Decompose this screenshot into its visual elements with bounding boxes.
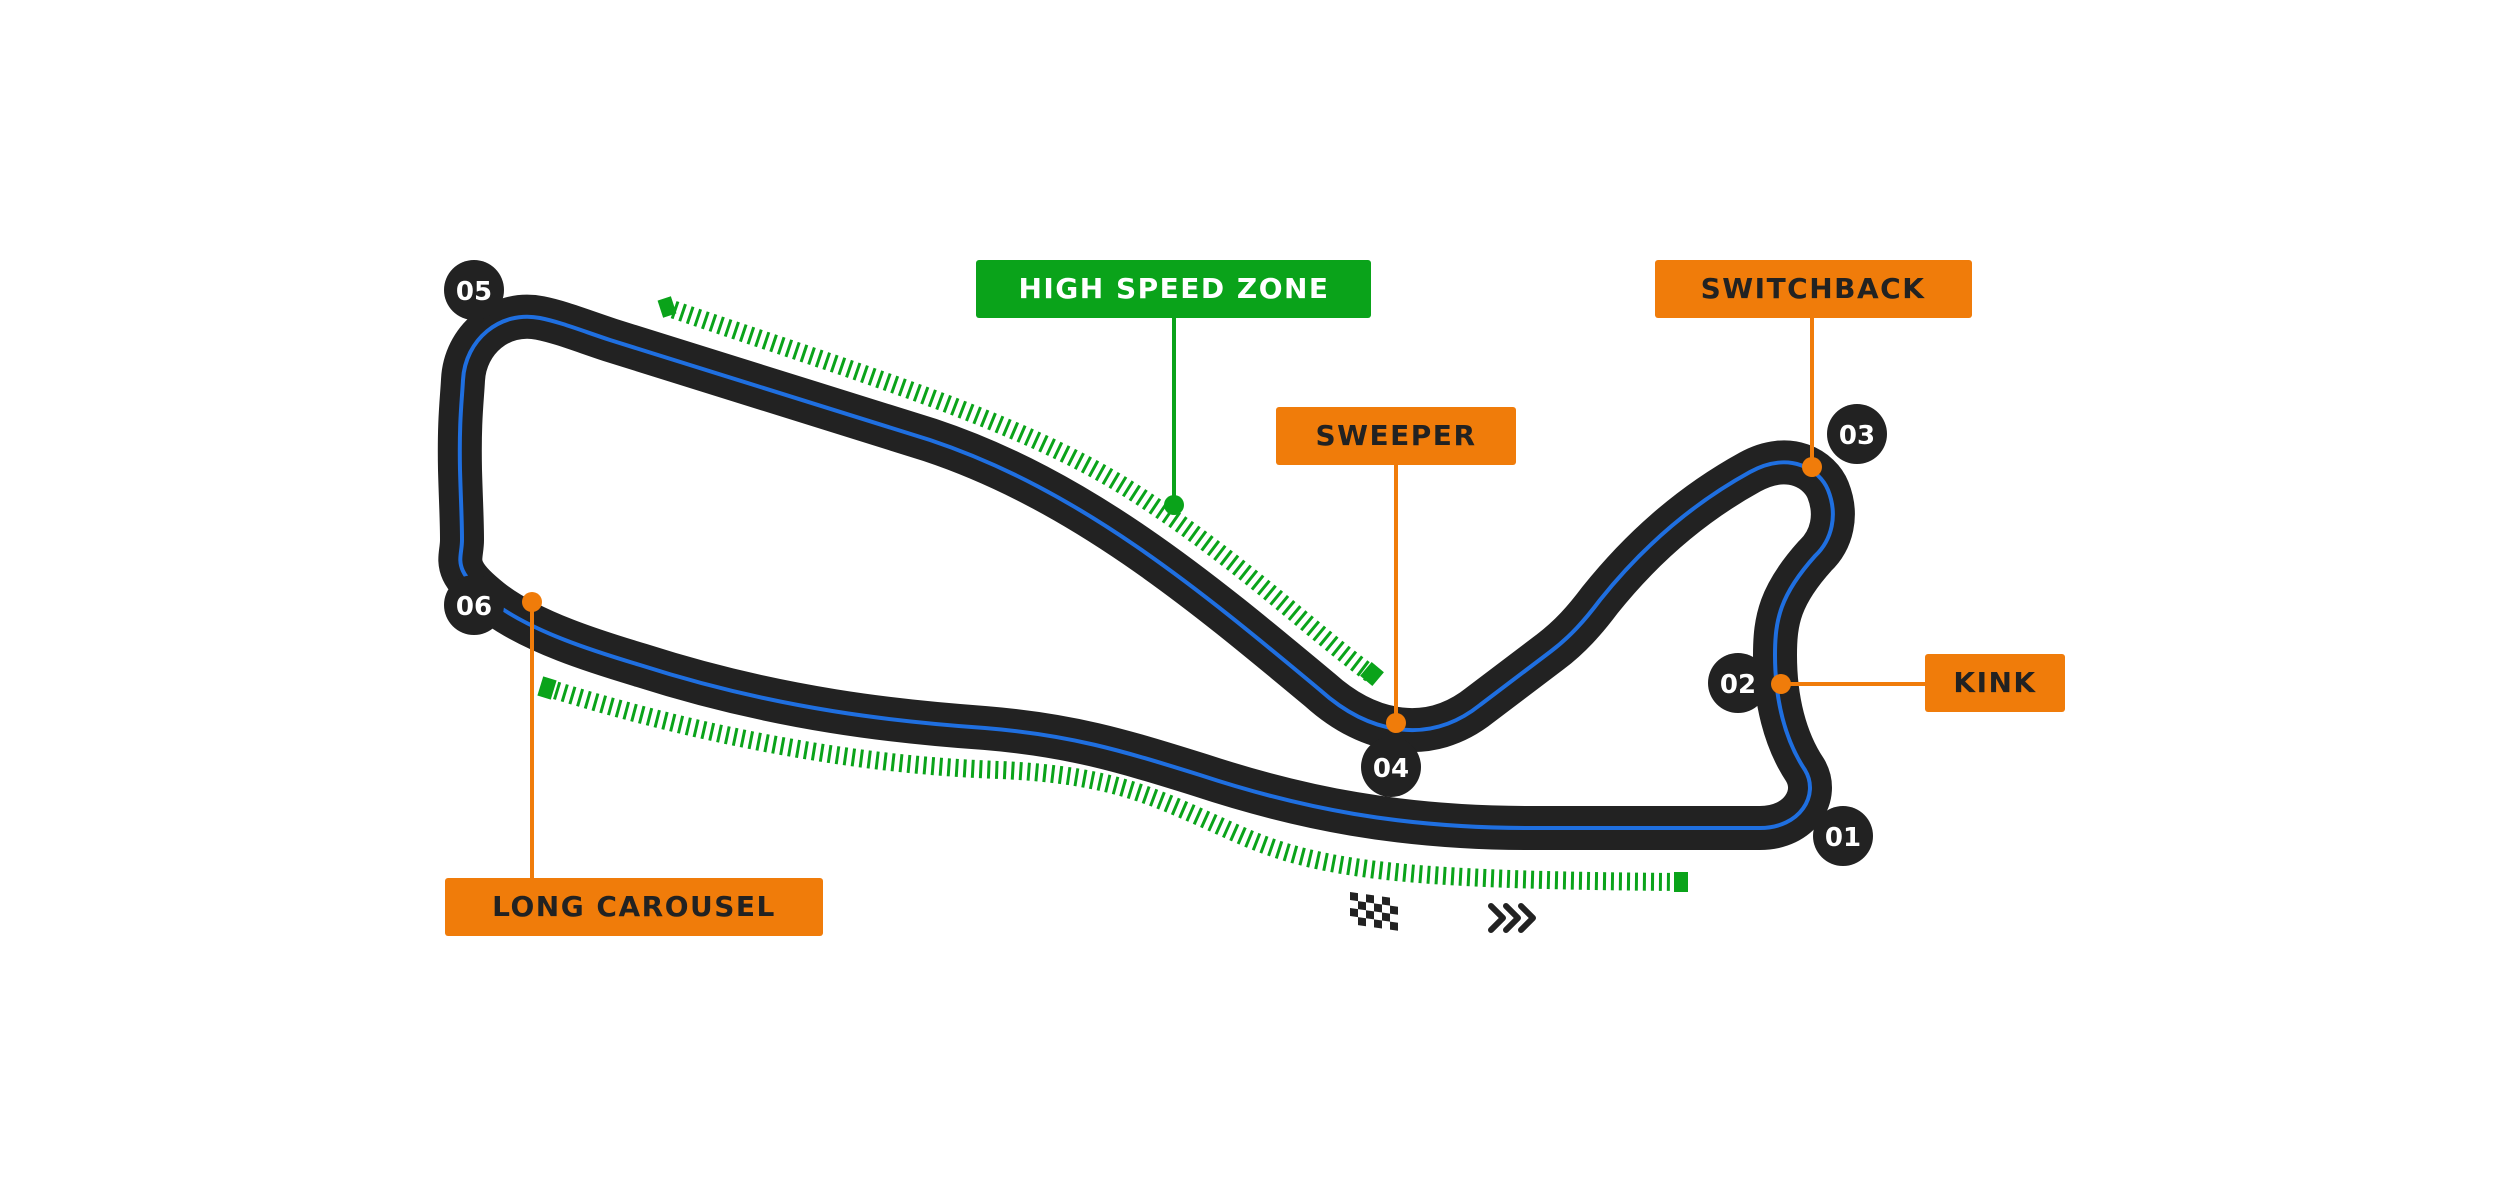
callout-leaders [522,318,1925,878]
turn-label-01: 01 [1825,823,1861,853]
turn-marker-02: 02 [1708,653,1768,713]
callout-switchback: SWITCHBACK [1655,260,1972,318]
turn-marker-04: 04 [1361,737,1421,797]
callout-labels: HIGH SPEED ZONE SWITCHBACK SWEEPER KINK … [445,260,2065,936]
dot-sweeper [1386,713,1406,733]
high-speed-strip-upper [663,298,1378,683]
callout-label-sweeper: SWEEPER [1315,419,1476,452]
callout-label-high-speed-zone: HIGH SPEED ZONE [1018,272,1329,305]
turn-markers: 01 02 03 04 05 06 [444,260,1887,866]
dot-high-speed-zone [1164,495,1184,515]
callout-kink: KINK [1925,654,2065,712]
turn-label-04: 04 [1373,754,1409,784]
turn-label-05: 05 [456,277,492,307]
track [437,294,1855,850]
turn-label-03: 03 [1839,421,1875,451]
dot-long-carousel [522,592,542,612]
callout-long-carousel: LONG CAROUSEL [445,878,823,936]
callout-sweeper: SWEEPER [1276,407,1516,465]
turn-label-06: 06 [456,592,492,622]
strip-cap-lower-end [1674,872,1688,892]
turn-marker-05: 05 [444,260,504,320]
callout-label-long-carousel: LONG CAROUSEL [492,890,776,923]
strip-cap-lower-start [537,676,557,700]
strip-cap-upper-start [657,296,677,318]
checkered-flag-icon [1350,892,1398,931]
turn-marker-01: 01 [1813,806,1873,866]
dot-kink [1771,674,1791,694]
dot-switchback [1802,457,1822,477]
callout-label-switchback: SWITCHBACK [1701,272,1926,305]
triple-chevron-right-icon [1488,903,1536,933]
turn-marker-06: 06 [444,575,504,635]
strip-cap-upper-end [1360,661,1384,687]
racing-line [457,314,1835,830]
high-speed-zone-strips [537,296,1688,892]
turn-label-02: 02 [1720,670,1756,700]
callout-high-speed-zone: HIGH SPEED ZONE [976,260,1371,318]
turn-marker-03: 03 [1827,404,1887,464]
callout-label-kink: KINK [1953,666,2036,699]
high-speed-strip-lower [545,679,1681,891]
